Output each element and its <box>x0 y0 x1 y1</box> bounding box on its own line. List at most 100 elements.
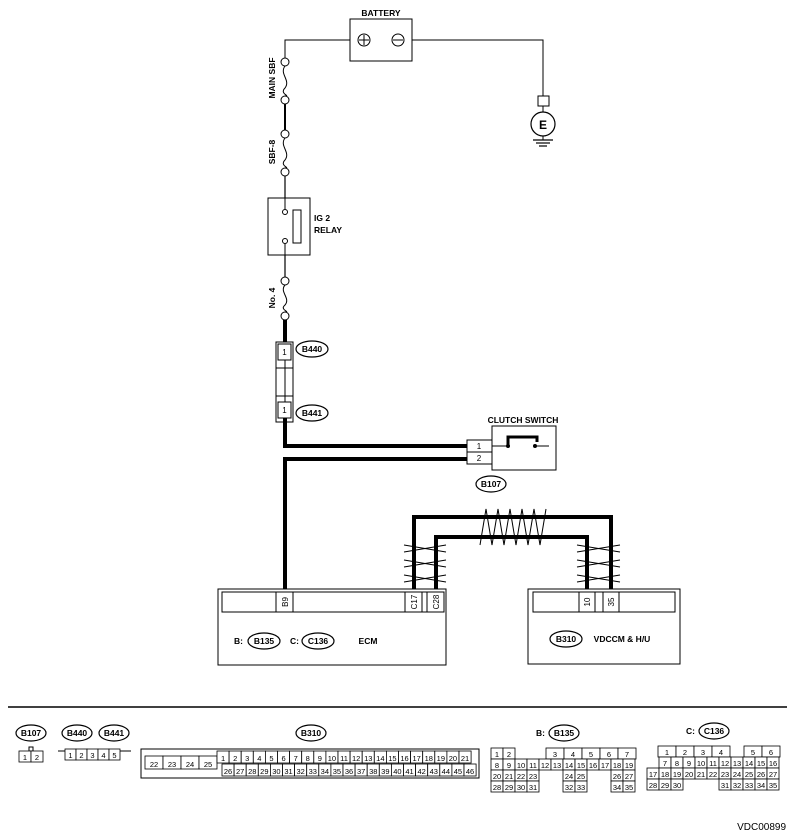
pin-number: 20 <box>685 770 693 779</box>
pin-number: 11 <box>709 759 717 768</box>
pin-number: 38 <box>369 767 377 776</box>
pin-number: 26 <box>224 767 232 776</box>
pin-number: 2 <box>79 751 83 760</box>
ecm-b-prefix: B: <box>234 636 243 646</box>
pin-number: 3 <box>701 748 705 757</box>
pin-cell <box>526 780 540 793</box>
battery-label: BATTERY <box>361 8 401 18</box>
ecm-pin-b9: B9 <box>281 597 290 607</box>
pin-number: 32 <box>296 767 304 776</box>
pin-number: 41 <box>405 767 413 776</box>
pin-number: 44 <box>442 767 450 776</box>
pin-number: 13 <box>553 761 561 770</box>
pin-number: 28 <box>248 767 256 776</box>
pin-number: 5 <box>112 751 116 760</box>
pin-number: 31 <box>721 781 729 790</box>
pin-cell <box>463 763 477 777</box>
pin-number: 9 <box>318 754 322 763</box>
ecm-pin-c17: C17 <box>410 594 419 609</box>
pin-cell <box>458 750 472 764</box>
pin-number: 9 <box>507 761 511 770</box>
pin-number: 13 <box>364 754 372 763</box>
pin-number: 19 <box>673 770 681 779</box>
pin-number: 7 <box>663 759 667 768</box>
ground-label: E <box>539 118 547 132</box>
pin-number: 26 <box>613 772 621 781</box>
pin-number: 23 <box>721 770 729 779</box>
pin-number: 29 <box>260 767 268 776</box>
ecm-c-prefix: C: <box>290 636 299 646</box>
b441-badge: B441 <box>295 404 329 422</box>
b441-pin: 1 <box>282 406 287 415</box>
pin-number: 19 <box>437 754 445 763</box>
main-sbf-label: MAIN SBF <box>267 57 277 98</box>
ig2-relay-label-line1: IG 2 <box>314 213 330 223</box>
ig2-relay-label-line2: RELAY <box>314 225 342 235</box>
pin-number: 21 <box>697 770 705 779</box>
pin-number: 29 <box>505 783 513 792</box>
pin-number: 4 <box>101 751 105 760</box>
pin-number: 35 <box>333 767 341 776</box>
pin-number: 10 <box>517 761 525 770</box>
pin-number: 24 <box>565 772 573 781</box>
pin-number: 46 <box>466 767 474 776</box>
legend-b107-name: B107 <box>21 728 42 738</box>
ecm-pin-c28: C28 <box>432 594 441 609</box>
twist-marks <box>403 508 621 583</box>
main-sbf-fuse-icon <box>280 57 290 105</box>
pin-number: 8 <box>675 759 679 768</box>
legend-b441-name: B441 <box>104 728 125 738</box>
pin-number: 35 <box>769 781 777 790</box>
pin-number: 22 <box>517 772 525 781</box>
vdc-pin-10: 10 <box>583 597 592 606</box>
b135-badge: B135 <box>247 632 281 650</box>
pin-number: 14 <box>745 759 753 768</box>
fuse-no4-icon <box>280 276 290 321</box>
pin-number: 39 <box>381 767 389 776</box>
pin-number: 40 <box>393 767 401 776</box>
pin-number: 42 <box>417 767 425 776</box>
pin-number: 25 <box>577 772 585 781</box>
vdccm-label: VDCCM & H/U <box>594 634 651 644</box>
pin-number: 1 <box>495 750 499 759</box>
pin-cell <box>574 780 588 793</box>
pin-number: 5 <box>269 754 273 763</box>
svg-text:B107: B107 <box>481 479 502 489</box>
pin-number: 32 <box>733 781 741 790</box>
pin-number: 24 <box>733 770 741 779</box>
pin-number: 5 <box>589 750 593 759</box>
pin-number: 2 <box>233 754 237 763</box>
pin-number: 8 <box>306 754 310 763</box>
pin-number: 7 <box>625 750 629 759</box>
pin-number: 23 <box>168 760 176 769</box>
pin-number: 28 <box>649 781 657 790</box>
ecm-label: ECM <box>359 636 378 646</box>
pin-number: 1 <box>221 754 225 763</box>
b107-badge: B107 <box>475 475 507 493</box>
pin-number: 1 <box>23 753 27 762</box>
pin-number: 33 <box>577 783 585 792</box>
clutch-switch-label: CLUTCH SWITCH <box>488 415 559 425</box>
pin-number: 18 <box>661 770 669 779</box>
b440-b441-connector <box>275 341 294 423</box>
pin-number: 25 <box>745 770 753 779</box>
battery-minus-icon <box>391 33 405 47</box>
b440-badge: B440 <box>295 340 329 358</box>
pin-number: 43 <box>430 767 438 776</box>
pin-number: 2 <box>683 748 687 757</box>
pin-number: 17 <box>412 754 420 763</box>
b107-pin1: 1 <box>477 442 482 451</box>
pin-number: 34 <box>613 783 621 792</box>
pin-number: 6 <box>607 750 611 759</box>
svg-text:B310: B310 <box>556 634 577 644</box>
pin-number: 25 <box>204 760 212 769</box>
pin-number: 12 <box>541 761 549 770</box>
pin-number: 27 <box>236 767 244 776</box>
pin-cell <box>30 750 44 763</box>
pin-number: 30 <box>517 783 525 792</box>
